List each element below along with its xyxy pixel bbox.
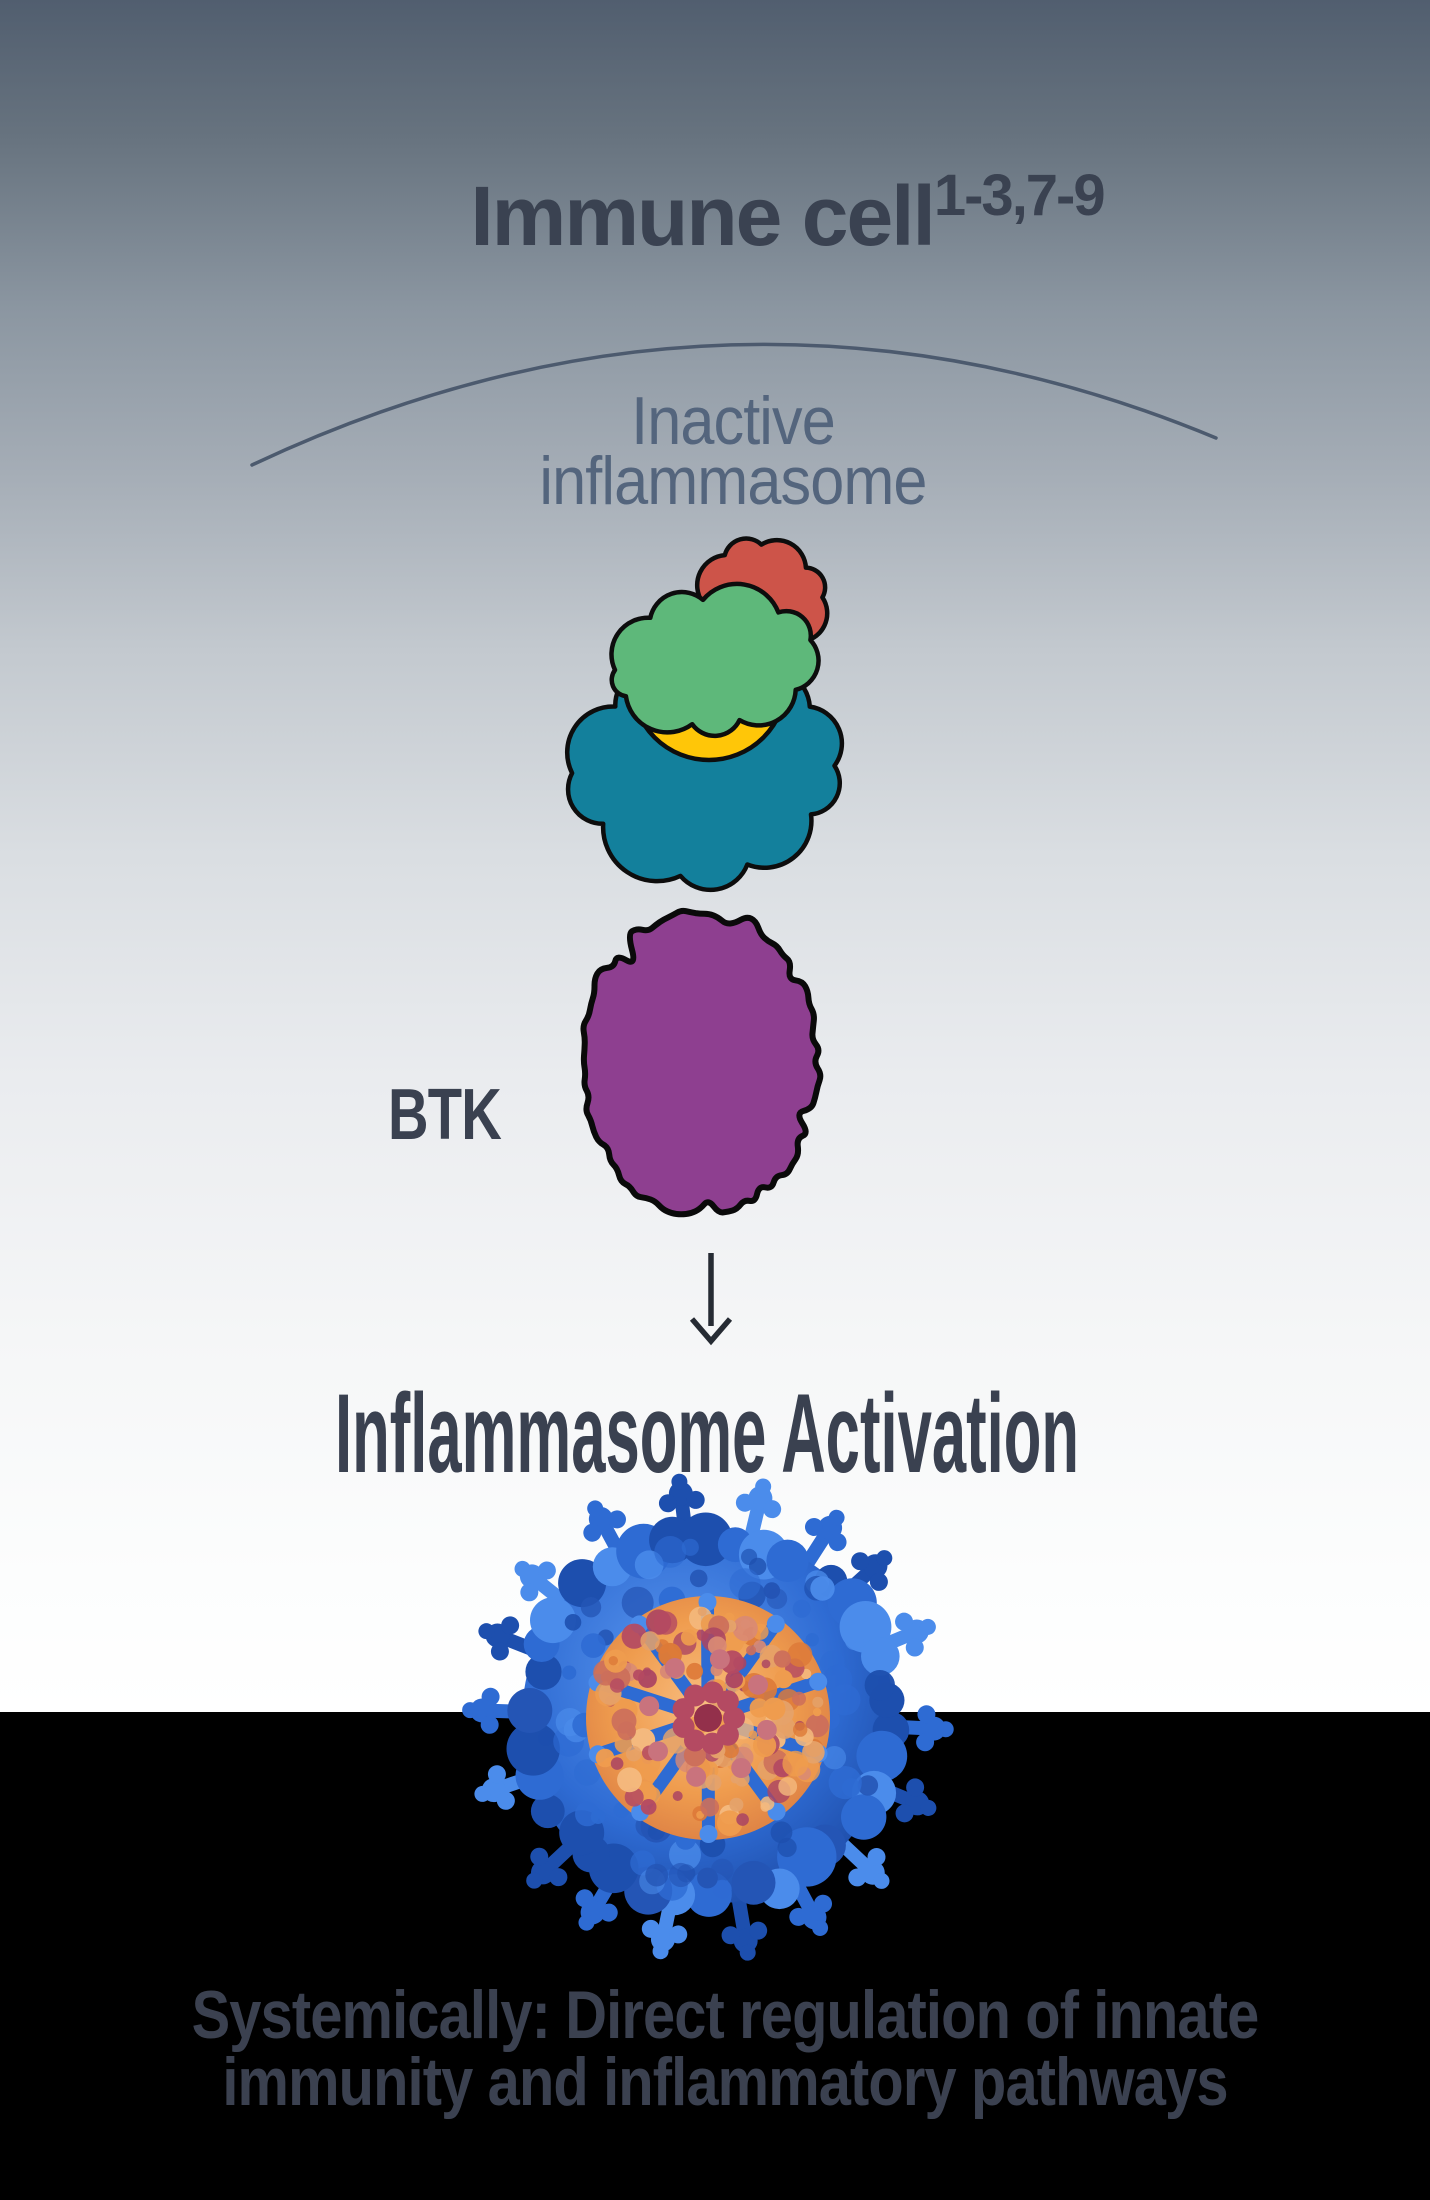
- inactive-label-line2: inflammasome: [539, 442, 927, 519]
- page-title-text: Immune cell: [470, 169, 936, 263]
- systemic-caption-line2: immunity and inflammatory pathways: [222, 2043, 1228, 2120]
- btk-label: BTK: [388, 1075, 502, 1155]
- systemic-caption: Systemically: Direct regulation of innat…: [117, 1977, 1333, 2120]
- inflammasome-activation-heading: Inflammasome Activation: [335, 1371, 1079, 1496]
- inactive-label-line1: Inactive: [631, 383, 836, 459]
- inactive-inflammasome-label: Inactive inflammasome: [90, 383, 1377, 519]
- reference-superscript: 1-3,7-9: [933, 163, 1106, 228]
- footer-black-band: [0, 1712, 1430, 2200]
- systemic-caption-line1: Systemically: Direct regulation of innat…: [191, 1977, 1260, 2053]
- page-title: Immune cell1-3,7-9: [72, 164, 1430, 263]
